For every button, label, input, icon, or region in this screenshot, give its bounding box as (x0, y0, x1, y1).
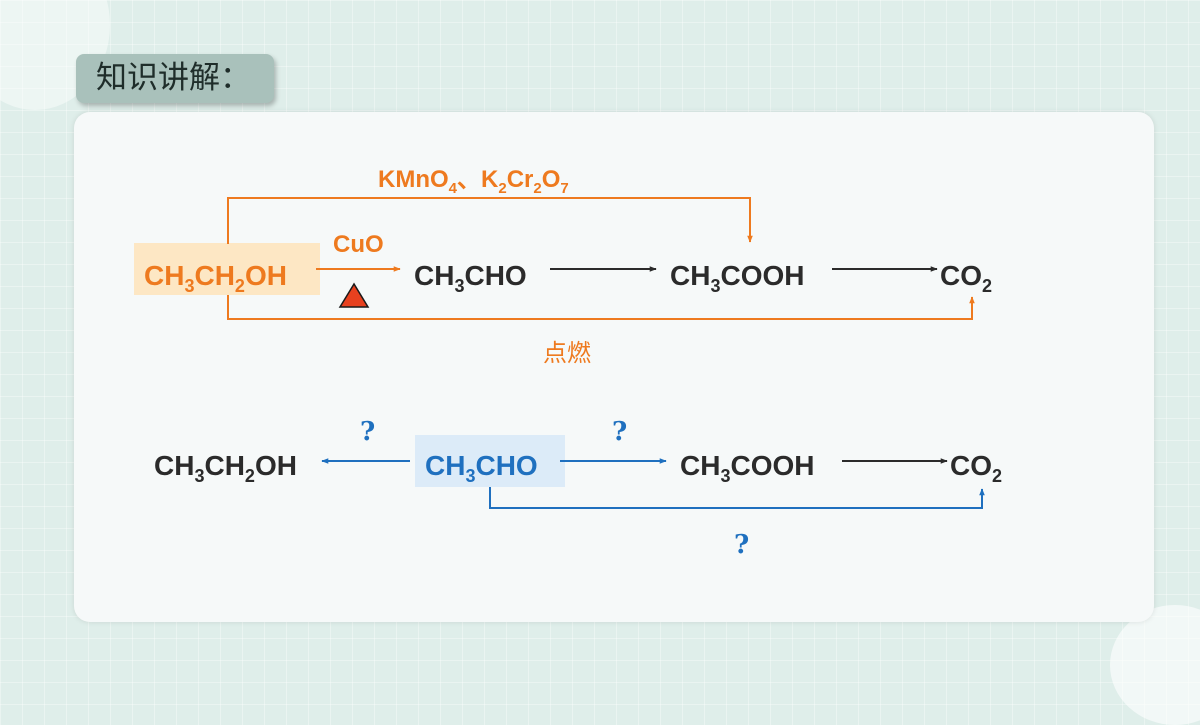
combustion-bracket-arrow (227, 295, 975, 320)
acetaldehyde-formula: CH3CHO (414, 260, 527, 296)
section-title: 知识讲解： (76, 54, 274, 103)
acetaldehyde-highlight (415, 435, 565, 487)
burn-label: 点燃 (543, 339, 591, 367)
question-bottom: ? (734, 530, 749, 560)
question-left: ? (360, 417, 375, 447)
oxidation-bracket-arrow (227, 197, 753, 244)
heating-triangle-icon (338, 282, 370, 308)
co2-formula-2: CO2 (950, 450, 1002, 486)
cuo-label: CuO (333, 231, 384, 258)
combustion-bracket-arrow-2 (489, 487, 985, 509)
ethanol-highlight (134, 243, 320, 295)
acetic-acid-formula: CH3COOH (670, 260, 804, 296)
ethanol-formula-2: CH3CH2OH (154, 450, 297, 486)
oxidants-label: KMnO4、K2Cr2O7 (378, 166, 569, 197)
ethanol-formula: CH3CH2OH (144, 260, 287, 296)
reaction-diagram: KMnO4、K2Cr2O7 CH3CH2OH CuO CH3CHO CH3COO… (134, 166, 1002, 560)
question-right: ? (612, 417, 627, 447)
acetaldehyde-formula-2: CH3CHO (425, 450, 538, 486)
acetic-acid-formula-2: CH3COOH (680, 450, 814, 486)
co2-formula: CO2 (940, 260, 992, 296)
